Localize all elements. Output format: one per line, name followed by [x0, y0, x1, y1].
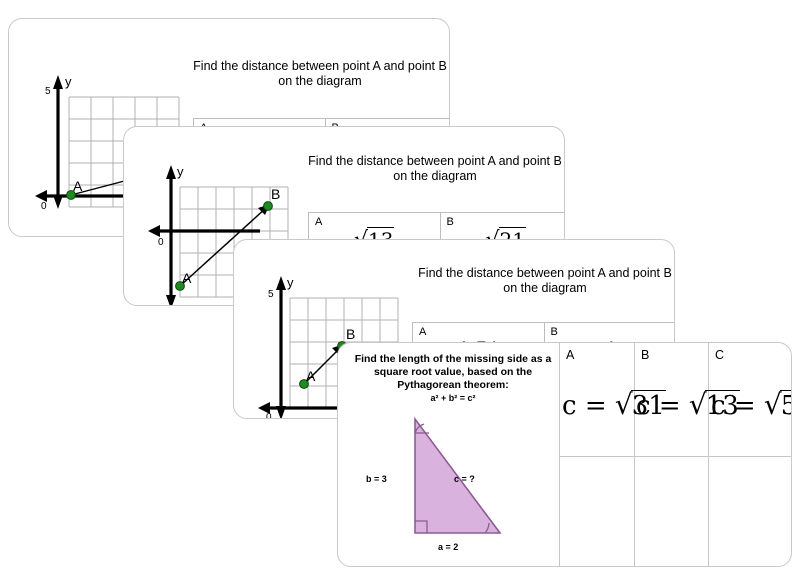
quiz-card-4[interactable]: Find the length of the missing side as a… — [337, 342, 792, 567]
card-4-triangle-figure: b = 3 c = ? a = 2 — [366, 411, 550, 561]
card-4-answer-c-radicand: 5 — [779, 390, 791, 421]
card-4-col-b-letter: B — [641, 348, 650, 362]
svg-text:A: A — [306, 368, 316, 384]
svg-text:y: y — [287, 275, 294, 290]
card-2-answer-a-letter: A — [315, 216, 323, 228]
svg-text:0: 0 — [41, 201, 47, 209]
svg-text:y: y — [65, 74, 72, 89]
svg-text:5: 5 — [268, 289, 274, 300]
card-4-answer-a-radicand: 31 — [630, 390, 666, 421]
svg-text:0: 0 — [158, 237, 164, 248]
card-4-col-divider-1 — [559, 343, 560, 566]
card-4-prompt-line1: Find the length of the missing side as a — [354, 353, 552, 365]
card-4-answer-b-radicand: 13 — [704, 390, 740, 421]
card-3-prompt: Find the distance between point A and po… — [418, 266, 672, 296]
card-4-answer-b[interactable]: c = √13 — [636, 388, 740, 421]
card-4-prompt-formula: a² + b² = c² — [430, 393, 476, 404]
card-4-col-a-letter: A — [566, 348, 575, 362]
card-4-col-c-letter: C — [715, 348, 725, 362]
card-4-answer-c-prefix: c = — [711, 391, 764, 421]
svg-text:A: A — [182, 270, 192, 286]
card-3-answer-a-letter: A — [419, 326, 427, 338]
card-4-answer-a-prefix: c = — [562, 391, 615, 421]
card-4-prompt: Find the length of the missing side as a… — [348, 353, 558, 406]
card-3-answer-b-letter: B — [550, 326, 558, 338]
card-4-leg-a-label: a = 2 — [438, 542, 459, 552]
card-2-prompt: Find the distance between point A and po… — [308, 154, 562, 184]
card-4-answer-c[interactable]: c = √5 — [711, 388, 791, 421]
card-4-prompt-line2: square root value, based on the — [373, 366, 533, 379]
card-2-graph: y 0 A B — [146, 159, 296, 305]
card-4-answer-a[interactable]: c = √31 — [562, 388, 666, 421]
card-4-answer-table: A B C c = √31 c = √13 c = √5 — [338, 343, 791, 566]
card-1-prompt: Find the distance between point A and po… — [193, 59, 447, 89]
card-2-answer-b-letter: B — [446, 216, 454, 228]
card-4-hyp-label: c = ? — [454, 474, 475, 484]
svg-text:y: y — [177, 164, 184, 179]
svg-text:B: B — [271, 186, 280, 202]
card-4-row-divider — [559, 456, 791, 457]
card-4-answer-b-prefix: c = — [636, 391, 689, 421]
svg-text:A: A — [73, 178, 83, 194]
card-4-prompt-line3: Pythagorean theorem: — [397, 379, 509, 392]
card-4-col-divider-2 — [634, 343, 635, 566]
card-4-leg-b-label: b = 3 — [366, 474, 387, 484]
svg-text:5: 5 — [45, 86, 51, 97]
svg-text:0: 0 — [266, 412, 272, 418]
svg-text:B: B — [346, 326, 355, 342]
card-4-col-divider-3 — [708, 343, 709, 566]
